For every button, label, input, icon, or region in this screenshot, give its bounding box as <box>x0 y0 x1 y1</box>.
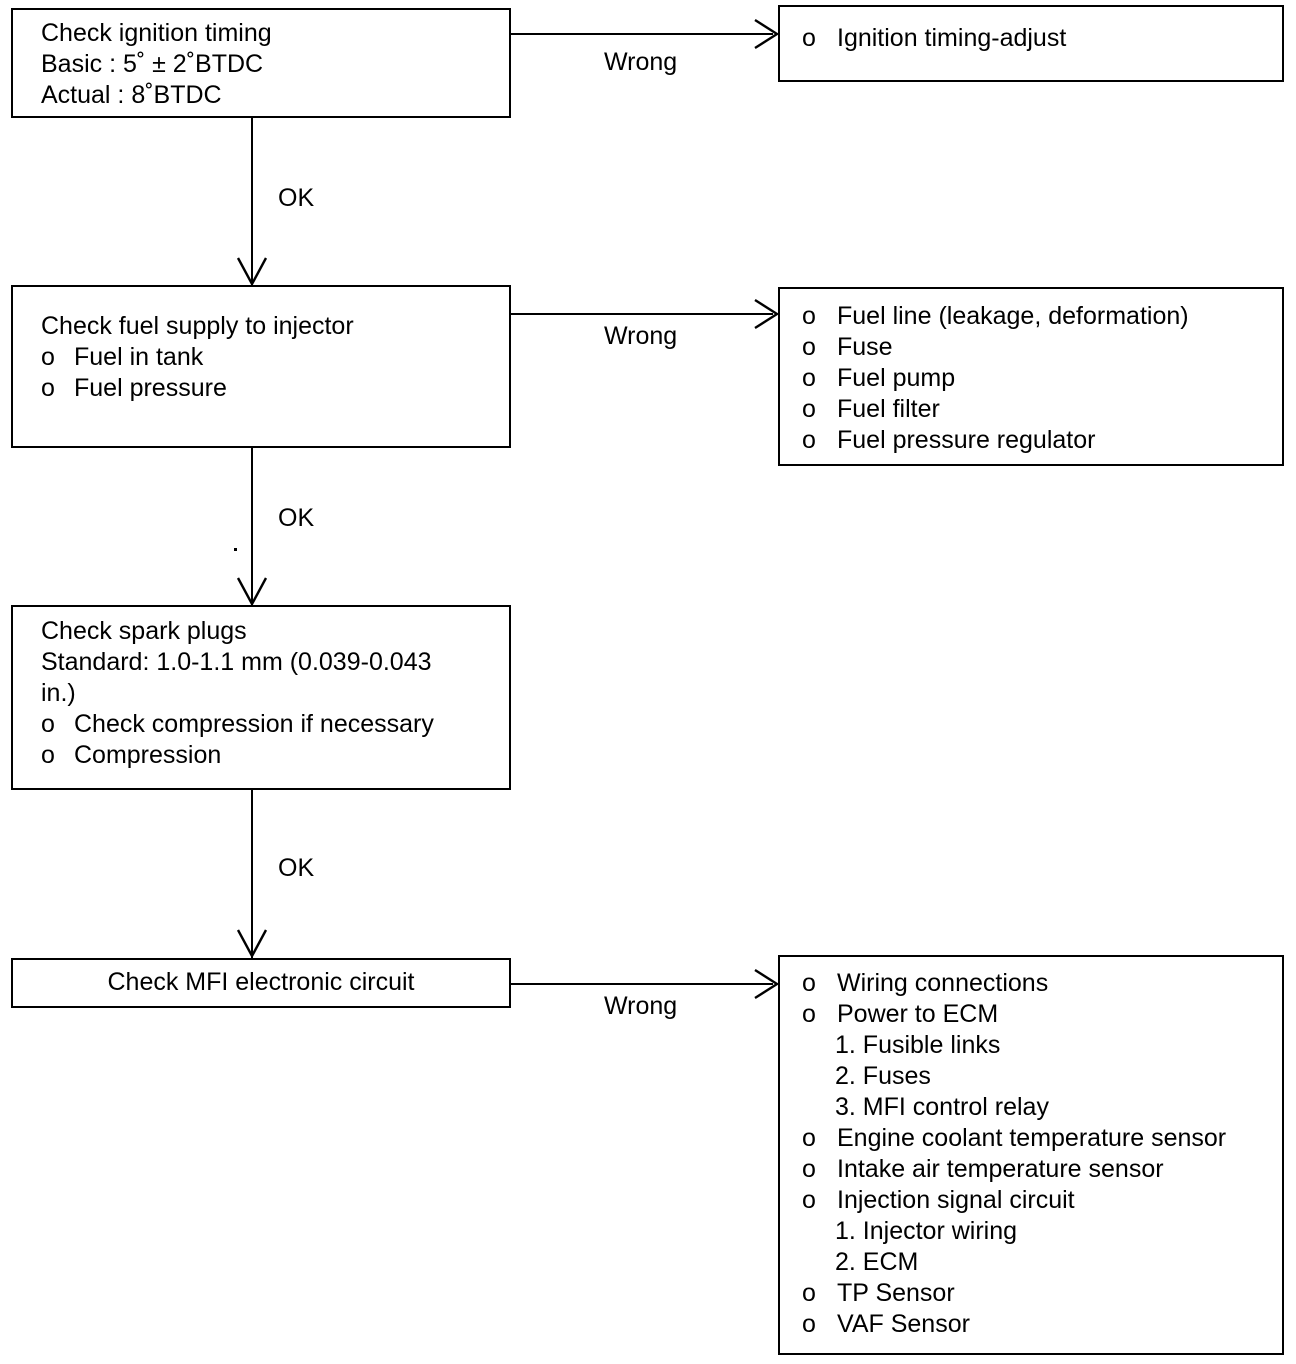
sub-list-item: 3. MFI control relay <box>835 1093 1049 1121</box>
node-mfi-faults[interactable]: o Wiring connections o Power to ECM 1. F… <box>778 955 1284 1355</box>
bullet-marker: o <box>802 364 816 392</box>
bullet-marker: o <box>802 395 816 423</box>
bullet-marker: o <box>41 741 55 769</box>
edge-label-ok-2: OK <box>278 504 315 532</box>
node-body: o Fuel line (leakage, deformation) o Fus… <box>780 289 1282 462</box>
list-item: o Power to ECM <box>780 999 1282 1030</box>
node-heading: Check fuel supply to injector <box>41 312 354 340</box>
edge-ok-2-line <box>251 448 253 605</box>
edge-wrong-3-line <box>511 983 773 985</box>
list-item-label: Injection signal circuit <box>837 1186 1075 1214</box>
list-item-label: Check compression if necessary <box>74 710 434 738</box>
list-item-label: Compression <box>74 741 222 769</box>
list-item: o TP Sensor <box>780 1278 1282 1309</box>
list-item: o Intake air temperature sensor <box>780 1154 1282 1185</box>
node-line: Check ignition timing <box>41 19 272 47</box>
list-item: o Fuel pressure <box>13 373 509 404</box>
sub-list-item: 2. Fuses <box>835 1062 931 1090</box>
sub-list-item: 2. ECM <box>835 1248 919 1276</box>
list-item: o Check compression if necessary <box>13 709 509 740</box>
list-item-label: Fuel line (leakage, deformation) <box>837 302 1189 330</box>
node-body: Check ignition timing Basic : 5˚ ± 2˚BTD… <box>13 10 509 117</box>
list-item-label: Fuel filter <box>837 395 940 423</box>
bullet-marker: o <box>802 1186 816 1214</box>
bullet-marker: o <box>802 302 816 330</box>
node-check-spark-plugs[interactable]: Check spark plugs Standard: 1.0-1.1 mm (… <box>11 605 511 790</box>
node-body: Check MFI electronic circuit <box>13 960 509 1004</box>
list-item: o Compression <box>13 740 509 771</box>
list-item-label: TP Sensor <box>837 1279 955 1307</box>
list-item-label: Fuel pressure regulator <box>837 426 1096 454</box>
node-line: in.) <box>41 679 76 707</box>
list-item: o Injection signal circuit <box>780 1185 1282 1216</box>
edge-label-wrong-3: Wrong <box>604 992 678 1020</box>
node-line: Basic : 5˚ ± 2˚BTDC <box>41 50 264 78</box>
list-item: o Ignition timing-adjust <box>780 23 1282 54</box>
edge-wrong-2-line <box>511 313 773 315</box>
bullet-marker: o <box>802 1000 816 1028</box>
list-item: o Fuel pump <box>780 363 1282 394</box>
list-item: o Engine coolant temperature sensor <box>780 1123 1282 1154</box>
list-item-label: Wiring connections <box>837 969 1049 997</box>
bullet-marker: o <box>802 24 816 52</box>
list-item-label: Ignition timing-adjust <box>837 24 1067 52</box>
bullet-marker: o <box>41 710 55 738</box>
edge-label-ok-1: OK <box>278 184 315 212</box>
list-item: o Wiring connections <box>780 968 1282 999</box>
list-item: o Fuel filter <box>780 394 1282 425</box>
list-item: o VAF Sensor <box>780 1309 1282 1340</box>
node-check-ignition-timing[interactable]: Check ignition timing Basic : 5˚ ± 2˚BTD… <box>11 8 511 118</box>
bullet-marker: o <box>802 426 816 454</box>
node-ignition-timing-adjust[interactable]: o Ignition timing-adjust <box>778 5 1284 82</box>
sub-list-item: 1. Fusible links <box>835 1031 1001 1059</box>
list-item-label: Engine coolant temperature sensor <box>837 1124 1227 1152</box>
edge-label-ok-3: OK <box>278 854 315 882</box>
scan-artifact-speck <box>234 548 237 551</box>
node-body: Check spark plugs Standard: 1.0-1.1 mm (… <box>13 607 509 777</box>
node-label: Check MFI electronic circuit <box>107 968 415 996</box>
list-item-label: Fuse <box>837 333 893 361</box>
edge-label-wrong-1: Wrong <box>604 48 678 76</box>
list-item: o Fuel pressure regulator <box>780 425 1282 456</box>
list-item-label: Power to ECM <box>837 1000 999 1028</box>
bullet-marker: o <box>802 1279 816 1307</box>
node-line: Actual : 8˚BTDC <box>41 81 222 109</box>
list-item-label: Intake air temperature sensor <box>837 1155 1164 1183</box>
node-check-fuel-supply[interactable]: Check fuel supply to injector o Fuel in … <box>11 285 511 448</box>
bullet-marker: o <box>802 1310 816 1338</box>
list-item-label: Fuel in tank <box>74 343 204 371</box>
node-fuel-faults[interactable]: o Fuel line (leakage, deformation) o Fus… <box>778 287 1284 466</box>
list-item-label: Fuel pressure <box>74 374 227 402</box>
bullet-marker: o <box>802 969 816 997</box>
node-heading: Check spark plugs <box>41 617 247 645</box>
edge-label-wrong-2: Wrong <box>604 322 678 350</box>
list-item-label: VAF Sensor <box>837 1310 970 1338</box>
bullet-marker: o <box>802 1155 816 1183</box>
bullet-marker: o <box>41 374 55 402</box>
node-body: Check fuel supply to injector o Fuel in … <box>13 287 509 410</box>
edge-ok-1-line <box>251 118 253 285</box>
bullet-marker: o <box>41 343 55 371</box>
list-item: o Fuel line (leakage, deformation) <box>780 301 1282 332</box>
node-line: Standard: 1.0-1.1 mm (0.039-0.043 <box>41 648 432 676</box>
bullet-marker: o <box>802 333 816 361</box>
node-body: o Wiring connections o Power to ECM 1. F… <box>780 957 1282 1346</box>
list-item-label: Fuel pump <box>837 364 956 392</box>
list-item: o Fuse <box>780 332 1282 363</box>
node-check-mfi-circuit[interactable]: Check MFI electronic circuit <box>11 958 511 1008</box>
node-body: o Ignition timing-adjust <box>780 7 1282 60</box>
edge-ok-3-line <box>251 790 253 958</box>
sub-list-item: 1. Injector wiring <box>835 1217 1018 1245</box>
edge-wrong-1-line <box>511 33 773 35</box>
list-item: o Fuel in tank <box>13 342 509 373</box>
bullet-marker: o <box>802 1124 816 1152</box>
